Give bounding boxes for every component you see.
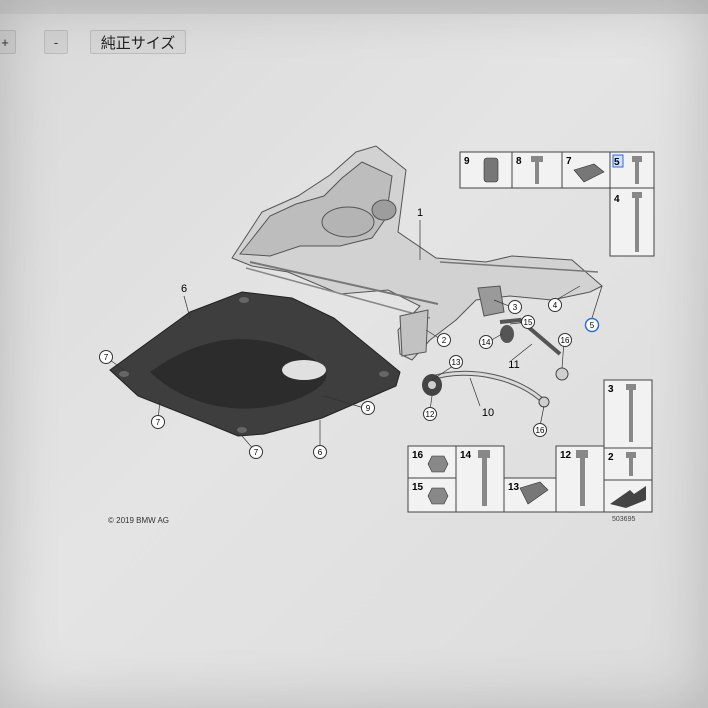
window-top-strip: [0, 0, 708, 14]
callout-3: 3: [508, 300, 522, 314]
legend-num-16: 16: [412, 450, 424, 461]
copyright-text: © 2019 BMW AG: [108, 516, 170, 525]
svg-text:9: 9: [366, 404, 371, 413]
svg-text:16: 16: [561, 336, 570, 345]
legend-num-12: 12: [560, 450, 572, 461]
svg-text:7: 7: [104, 353, 109, 362]
callout-14: 14: [479, 335, 493, 349]
svg-text:7: 7: [254, 448, 259, 457]
legend-num-5: 5: [614, 157, 620, 168]
callout-13: 13: [449, 355, 463, 369]
callout-16-right: 16: [558, 333, 572, 347]
control-arm-15: [499, 317, 569, 381]
legend-num-4: 4: [614, 194, 620, 205]
svg-text:7: 7: [156, 418, 161, 427]
legend-top: 9 8 7 5 4: [459, 151, 655, 257]
legend-num-8: 8: [516, 156, 522, 167]
legend-num-13: 13: [508, 482, 520, 493]
callout-2: 2: [437, 333, 451, 347]
svg-text:2: 2: [442, 336, 447, 345]
callout-10: 10: [482, 407, 494, 419]
callout-7-left: 7: [99, 350, 113, 364]
callout-9: 9: [361, 401, 375, 415]
callout-12: 12: [423, 407, 437, 421]
zoom-in-button[interactable]: +: [0, 30, 16, 54]
svg-text:15: 15: [524, 318, 533, 327]
callout-7-bottom-left: 7: [151, 415, 165, 429]
legend-num-7: 7: [566, 156, 572, 167]
svg-text:3: 3: [513, 303, 518, 312]
svg-text:5: 5: [590, 321, 595, 330]
original-size-button[interactable]: 純正サイズ: [90, 30, 186, 54]
callout-16-bottom: 16: [533, 423, 547, 437]
legend-bottom: 16 14 15 13 12: [407, 445, 653, 513]
subframe-illustration: [231, 145, 603, 361]
svg-text:4: 4: [553, 301, 558, 310]
svg-text:13: 13: [452, 358, 461, 367]
svg-text:12: 12: [426, 410, 435, 419]
callout-7-bottom: 7: [249, 445, 263, 459]
callout-5: 5: [584, 317, 600, 333]
legend-num-14: 14: [460, 450, 472, 461]
svg-text:14: 14: [482, 338, 491, 347]
svg-text:16: 16: [536, 426, 545, 435]
callout-15: 15: [521, 315, 535, 329]
callout-11: 11: [508, 359, 519, 371]
legend-num-3: 3: [608, 384, 614, 395]
callout-6-top: 6: [181, 283, 187, 295]
callout-4: 4: [548, 298, 562, 312]
callouts: 1 6 10 11 7 7 7 6 9 2 13 12 3 4 5 14 15 …: [99, 207, 600, 459]
svg-text:6: 6: [318, 448, 323, 457]
legend-num-15: 15: [412, 482, 424, 493]
legend-num-2: 2: [608, 452, 614, 463]
diagram-image-number: 503695: [612, 516, 636, 523]
underbody-plate: [109, 291, 401, 437]
wishbone-10: [422, 370, 550, 408]
legend-right: 3 2: [603, 379, 653, 481]
callout-1: 1: [417, 207, 423, 219]
legend-num-9: 9: [464, 156, 470, 167]
zoom-out-button[interactable]: -: [44, 30, 68, 54]
callout-6-bottom: 6: [313, 445, 327, 459]
